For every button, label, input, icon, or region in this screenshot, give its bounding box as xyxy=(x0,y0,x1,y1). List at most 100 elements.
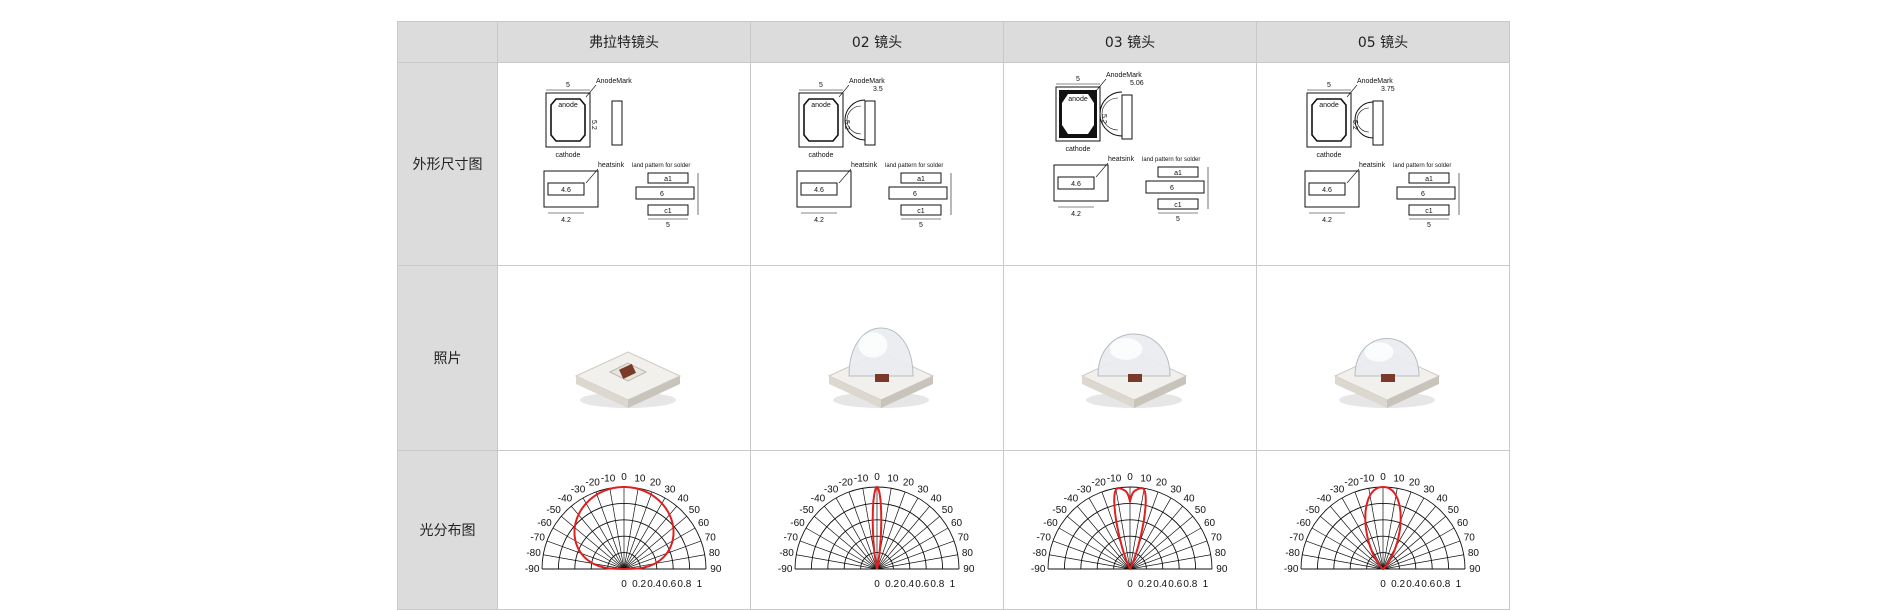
anode-mark-leader xyxy=(838,84,850,98)
polar-spoke xyxy=(623,540,702,570)
polar-spoke xyxy=(876,527,949,570)
polar-spoke xyxy=(582,497,625,570)
polar-angle-label: 60 xyxy=(698,518,710,529)
polar-angle-label: 70 xyxy=(705,533,717,544)
package-outline xyxy=(545,92,591,148)
polar-angle-label: -40 xyxy=(1064,494,1079,505)
polar-angle-label: -90 xyxy=(525,564,540,575)
polar-angle-label: 90 xyxy=(710,564,722,575)
polar-spoke xyxy=(571,505,625,570)
dim-label: 5 xyxy=(666,222,670,229)
dim-label: a1 xyxy=(664,176,672,183)
anode-mark-leader xyxy=(1346,84,1358,98)
polar-angle-label: 50 xyxy=(1195,505,1207,516)
dim-label: a1 xyxy=(1425,176,1433,183)
intensity-curve xyxy=(573,486,675,570)
polar-angle-label: -60 xyxy=(1296,518,1311,529)
polar-angle-label: -50 xyxy=(546,505,561,516)
polar-angle-label: 0 xyxy=(621,472,627,483)
dim-label: 5.2 xyxy=(1351,120,1358,130)
polar-radial-label: 0 xyxy=(1380,579,1386,590)
land-pad-a1 xyxy=(647,172,689,184)
polar-angle-label: 20 xyxy=(650,478,662,489)
package-window xyxy=(803,98,839,142)
polar-radial-label: 0.6 xyxy=(662,579,676,590)
heatsink-pad xyxy=(1308,182,1346,196)
polar-angle-label: -90 xyxy=(1284,564,1299,575)
polar-angle-label: 20 xyxy=(1156,478,1168,489)
package-side-left xyxy=(829,376,881,408)
polar-spoke xyxy=(609,488,625,570)
polar-angle-label: 30 xyxy=(664,484,676,495)
polar-radial-label: 1 xyxy=(1203,579,1209,590)
anode-mark-label: AnodeMark xyxy=(596,78,632,85)
polar-spoke xyxy=(1129,497,1172,570)
polar-angle-label: 90 xyxy=(963,564,975,575)
bottom-view xyxy=(543,170,599,208)
row-label-photo: 照片 xyxy=(397,265,498,451)
polar-angle-label: 70 xyxy=(1464,533,1476,544)
dim-label: 4.6 xyxy=(1071,181,1081,188)
polar-spoke xyxy=(824,505,878,570)
dim-label: 4.6 xyxy=(561,187,571,194)
dim-label: c1 xyxy=(1425,208,1433,215)
polar-radial-label: 0.8 xyxy=(677,579,691,590)
dim-label: 5.2 xyxy=(1100,114,1107,124)
land-pad-a1 xyxy=(1408,172,1450,184)
polar-angle-label: 40 xyxy=(1183,494,1195,505)
side-view xyxy=(1121,94,1133,140)
anode-label: anode xyxy=(1068,96,1088,103)
side-view xyxy=(1372,100,1384,146)
polar-spoke xyxy=(1382,516,1447,570)
lens-profile-inner xyxy=(1356,107,1370,133)
polar-angle-label: 10 xyxy=(634,474,646,485)
polar-radial-label: 0.4 xyxy=(647,579,661,590)
polar-angle-label: -60 xyxy=(1043,518,1058,529)
polar-spoke xyxy=(1088,497,1131,570)
polar-radial-label: 0 xyxy=(621,579,627,590)
cathode-label: cathode xyxy=(556,152,581,159)
polar-angle-label: 0 xyxy=(874,472,880,483)
cathode-label: cathode xyxy=(1066,146,1091,153)
dim-label: 6 xyxy=(913,191,917,198)
polar-spoke xyxy=(1341,497,1384,570)
polar-spoke xyxy=(1382,554,1464,570)
polar-angle-label: 70 xyxy=(1211,533,1223,544)
package-side-left xyxy=(576,376,628,408)
lens-profile xyxy=(1099,91,1123,137)
polar-spoke xyxy=(595,491,625,570)
polar-angle-label: 60 xyxy=(951,518,963,529)
polar-radial-label: 0.8 xyxy=(1436,579,1450,590)
polar-spoke xyxy=(552,527,625,570)
polar-spoke xyxy=(1129,554,1211,570)
polar-angle-label: 80 xyxy=(962,548,974,559)
side-view xyxy=(611,100,623,146)
polar-spoke xyxy=(876,491,906,570)
lens-highlight xyxy=(1109,338,1143,360)
dim-label: c1 xyxy=(1174,202,1182,209)
polar-angle-label: 60 xyxy=(1204,518,1216,529)
polar-angle-label: 0 xyxy=(1380,472,1386,483)
dim-label: c1 xyxy=(664,208,672,215)
land-pad-a1 xyxy=(900,172,942,184)
polar-radial-label: 1 xyxy=(697,579,703,590)
polar-spoke xyxy=(1382,497,1425,570)
polar-spoke xyxy=(543,554,625,570)
polar-spoke xyxy=(876,516,941,570)
heatsink-label: heatsink xyxy=(1108,156,1135,163)
polar-angle-label: -70 xyxy=(1036,533,1051,544)
polar-radial-label: 0.2 xyxy=(1138,579,1152,590)
polar-radial-label: 0.2 xyxy=(885,579,899,590)
heatsink-label: heatsink xyxy=(851,162,878,169)
polar-angle-label: -50 xyxy=(1305,505,1320,516)
polar-angle-label: -70 xyxy=(783,533,798,544)
polar-angle-label: -60 xyxy=(790,518,805,529)
led-photo-02-lens xyxy=(750,265,1004,451)
polar-spoke xyxy=(876,554,958,570)
